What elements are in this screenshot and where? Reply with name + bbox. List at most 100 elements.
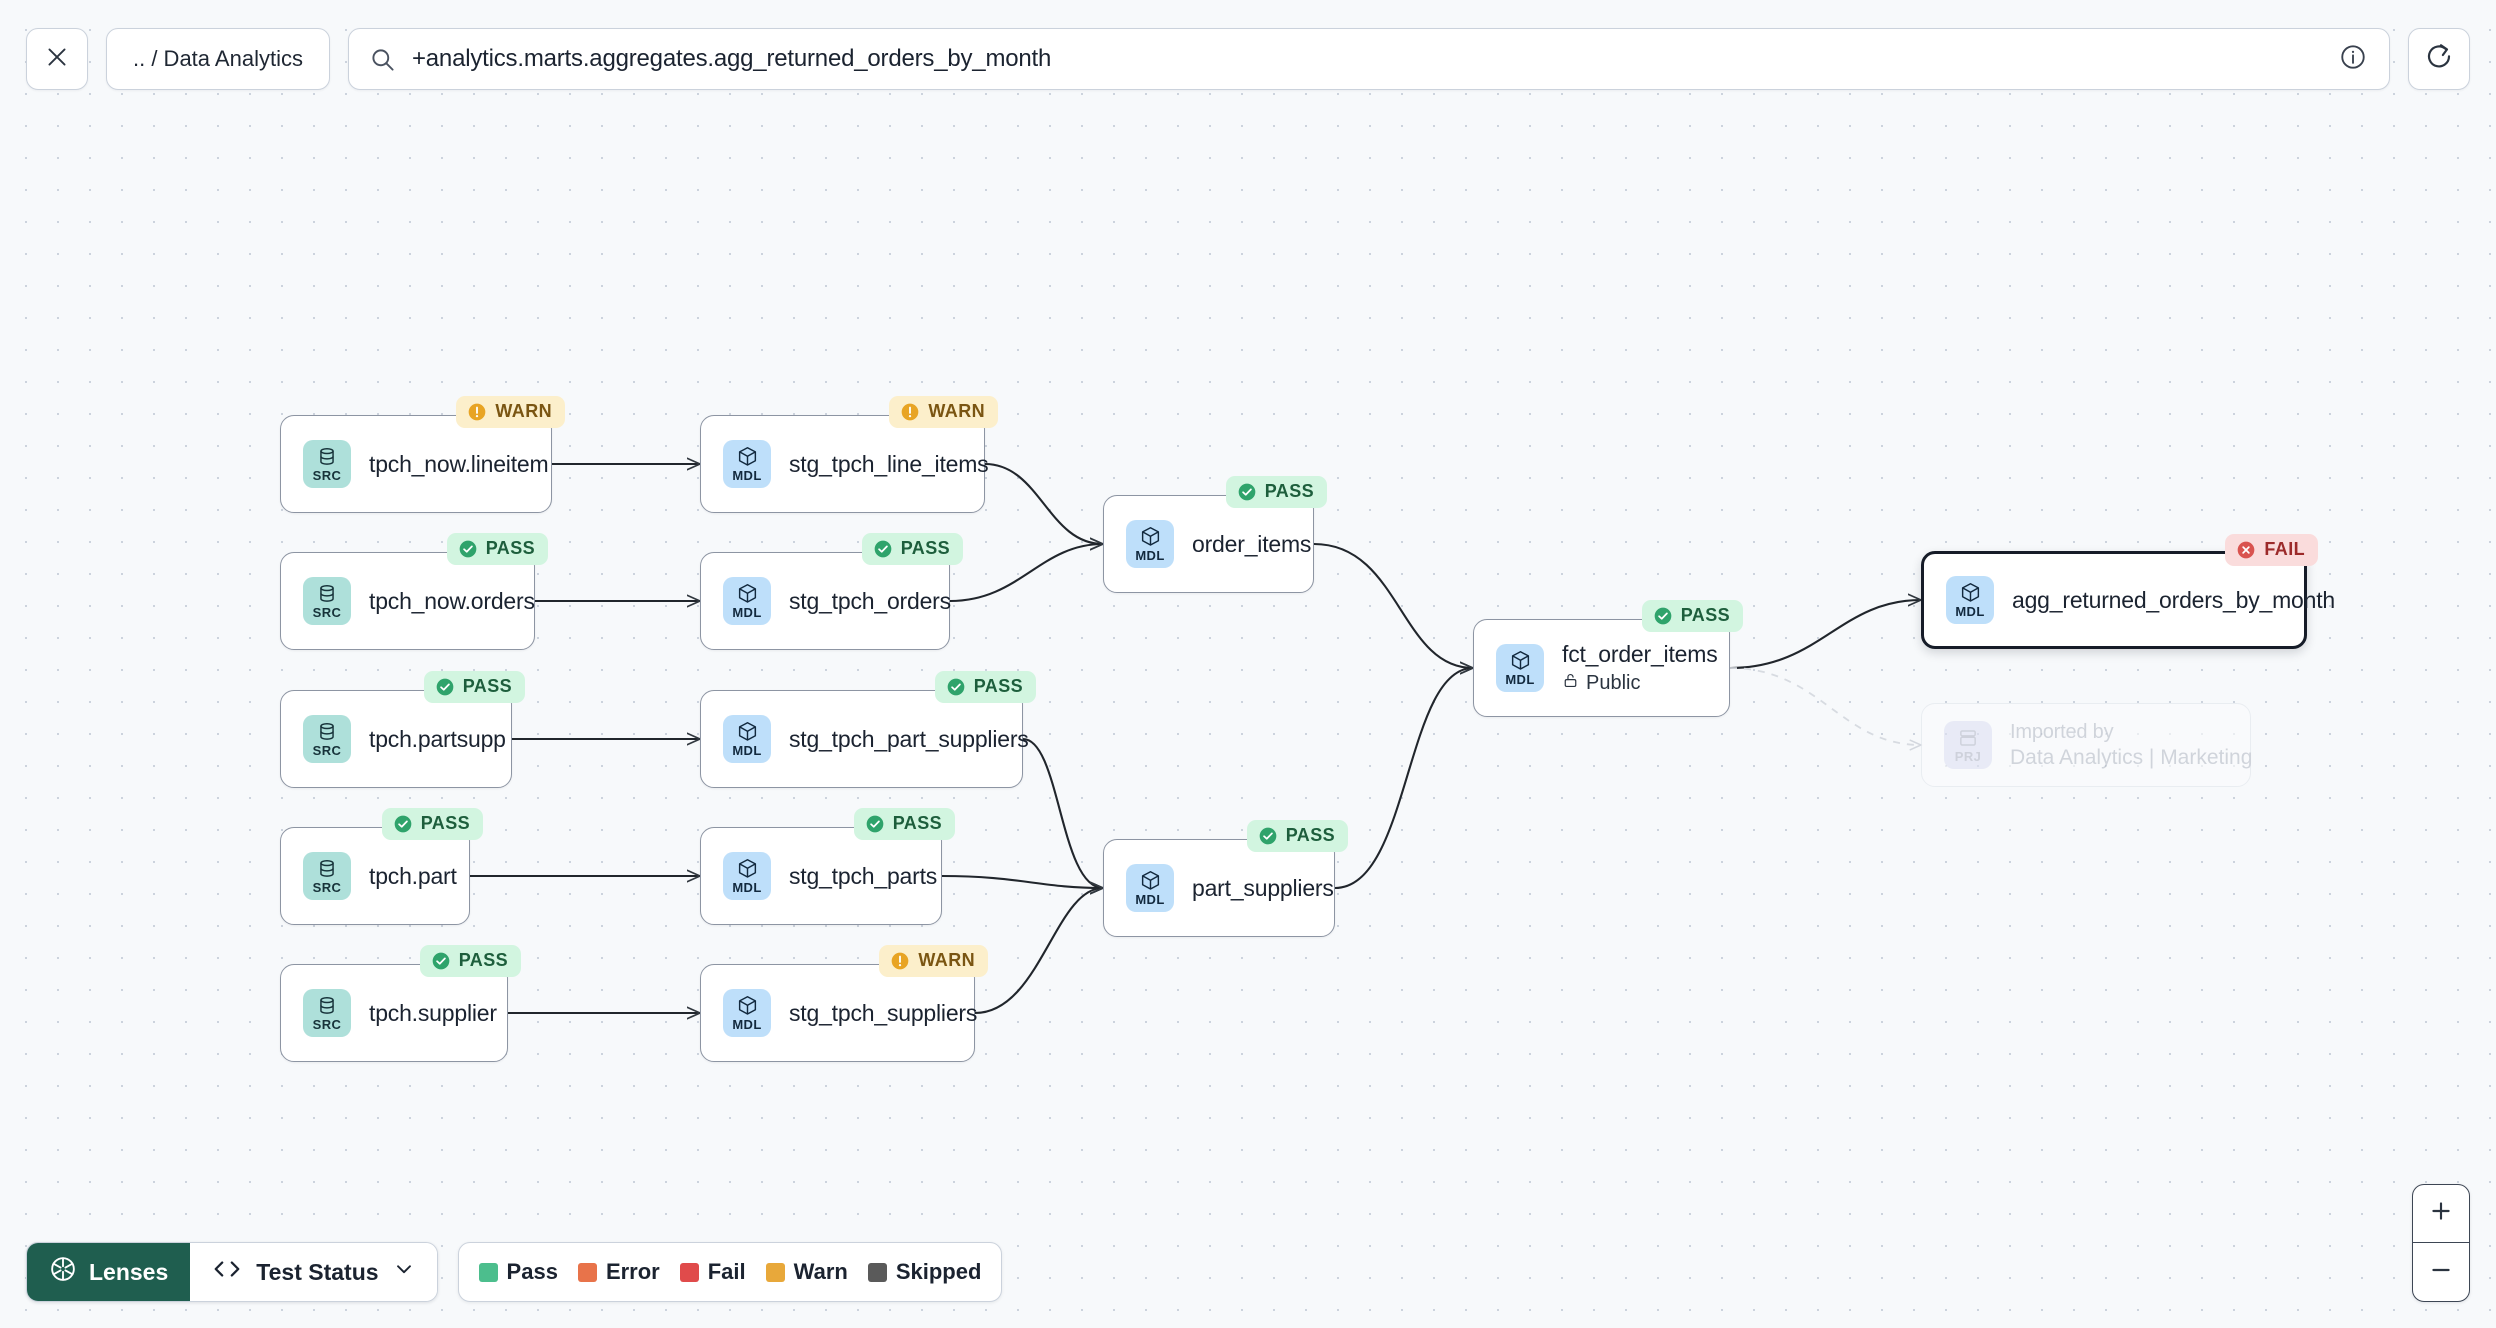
edge-fct-imported-by — [1729, 667, 1921, 745]
status-badge-fail: FAIL — [2225, 534, 2318, 566]
node-text: agg_returned_orders_by_month — [2012, 586, 2336, 614]
legend-label: Pass — [506, 1259, 558, 1284]
legend-swatch-error-icon — [577, 1262, 597, 1282]
node-title: tpch.partsupp — [369, 725, 506, 752]
close-button[interactable] — [26, 28, 88, 90]
lenses-label: Lenses — [89, 1258, 169, 1285]
mdl-type-icon: MDL — [723, 577, 771, 625]
status-badge-pass: PASS — [1225, 476, 1327, 508]
test-status-button[interactable]: Test Status — [190, 1243, 437, 1301]
legend-swatch-warn-icon — [765, 1262, 785, 1282]
zoom-in-button[interactable] — [2413, 1185, 2469, 1243]
node-text: stg_tpch_part_suppliers — [789, 726, 1029, 753]
status-pass-icon — [431, 951, 451, 971]
status-pass-icon — [1237, 482, 1257, 502]
legend-swatch-skipped-icon — [867, 1262, 887, 1282]
minus-icon — [2428, 1257, 2454, 1288]
chevron-down-icon — [393, 1258, 415, 1286]
status-warn-icon — [900, 402, 920, 422]
node-type-label: MDL — [1505, 672, 1535, 688]
status-badge-warn: WARN — [889, 396, 998, 428]
status-badge-pass: PASS — [419, 945, 521, 977]
search-input[interactable] — [411, 45, 2323, 73]
node-text: tpch.partsupp — [369, 725, 506, 753]
node-text: stg_tpch_line_items — [789, 451, 989, 478]
node-text: tpch_now.lineitem — [369, 451, 549, 478]
node-text: tpch.part — [369, 863, 457, 890]
src-type-icon: SRC — [303, 577, 351, 625]
search-icon — [369, 46, 396, 73]
node-type-label: MDL — [1135, 892, 1165, 908]
legend-label: Error — [605, 1259, 660, 1284]
node-title: tpch.supplier — [369, 999, 497, 1026]
status-badge-pass: PASS — [446, 533, 548, 565]
info-circle-icon[interactable] — [2339, 43, 2367, 76]
node-type-label: MDL — [732, 605, 762, 621]
close-icon — [44, 44, 70, 75]
status-badge-pass: PASS — [853, 808, 955, 840]
edge-partsuppliers-fct — [1334, 668, 1473, 890]
bottom-toolbar: Lenses Test Status Pass Error Fail Warn Skip… — [26, 1242, 1003, 1302]
status-badge-pass: PASS — [423, 671, 525, 703]
code-icon — [212, 1257, 242, 1287]
mdl-type-icon: MDL — [723, 715, 771, 763]
lenses-button[interactable]: Lenses — [27, 1243, 191, 1301]
refresh-button[interactable] — [2408, 28, 2470, 90]
aperture-icon — [49, 1255, 77, 1289]
node-title: agg_returned_orders_by_month — [2012, 586, 2336, 613]
lineage-node-agg_returned_orders_by_month[interactable]: MDL agg_returned_orders_by_month FAIL — [1921, 534, 2336, 649]
mdl-type-icon: MDL — [723, 852, 771, 900]
node-type-label: SRC — [312, 604, 342, 620]
lineage-node-tpch_now_orders[interactable]: SRC tpch_now.orders PASS — [280, 533, 548, 650]
lineage-node-stg_tpch_parts[interactable]: MDL stg_tpch_parts PASS — [700, 808, 955, 925]
status-pass-icon — [873, 539, 893, 559]
legend-label: Fail — [707, 1259, 746, 1284]
status-badge-label: PASS — [1285, 825, 1335, 845]
node-title: order_items — [1192, 530, 1312, 557]
edge-stgline-orderitems — [984, 462, 1103, 544]
zoom-out-button[interactable] — [2413, 1243, 2469, 1301]
mdl-type-icon: MDL — [1946, 576, 1994, 624]
node-text: stg_tpch_parts — [789, 863, 937, 890]
mdl-type-icon: MDL — [1126, 520, 1174, 568]
status-badge-label: PASS — [900, 538, 950, 558]
status-pass-icon — [946, 677, 966, 697]
status-badge-warn: WARN — [879, 945, 988, 977]
legend-item-error[interactable]: Error — [577, 1259, 660, 1285]
status-pass-icon — [393, 814, 413, 834]
lineage-node-part_suppliers[interactable]: MDL part_suppliers PASS — [1103, 820, 1348, 937]
node-type-label: SRC — [312, 467, 342, 483]
test-status-label: Test Status — [256, 1258, 379, 1285]
legend-item-skipped[interactable]: Skipped — [867, 1259, 981, 1285]
lineage-node-stg_tpch_line_items[interactable]: MDL stg_tpch_line_items WARN — [700, 396, 998, 513]
node-type-label: MDL — [732, 468, 762, 484]
lens-group: Lenses Test Status — [26, 1242, 438, 1302]
legend-item-fail[interactable]: Fail — [679, 1259, 746, 1285]
lineage-node-tpch_partsupp[interactable]: SRC tpch.partsupp PASS — [280, 671, 525, 788]
src-type-icon: SRC — [303, 715, 351, 763]
breadcrumb[interactable]: .. / Data Analytics — [106, 28, 330, 90]
node-title: part_suppliers — [1192, 874, 1334, 901]
edge-stgorders-orderitems — [949, 544, 1103, 603]
node-text: stg_tpch_suppliers — [789, 1000, 977, 1027]
node-title: fct_order_items — [1562, 641, 1718, 667]
node-title: tpch_now.orders — [369, 587, 535, 614]
legend-item-warn[interactable]: Warn — [765, 1259, 848, 1285]
status-badge-pass: PASS — [381, 808, 483, 840]
status-badge-pass: PASS — [1641, 600, 1743, 632]
search-bar[interactable] — [347, 28, 2390, 90]
lineage-node-order_items[interactable]: MDL order_items PASS — [1103, 476, 1327, 593]
status-badge-pass: PASS — [861, 533, 963, 565]
legend-item-pass[interactable]: Pass — [478, 1259, 558, 1285]
status-badge-label: WARN — [918, 950, 975, 970]
